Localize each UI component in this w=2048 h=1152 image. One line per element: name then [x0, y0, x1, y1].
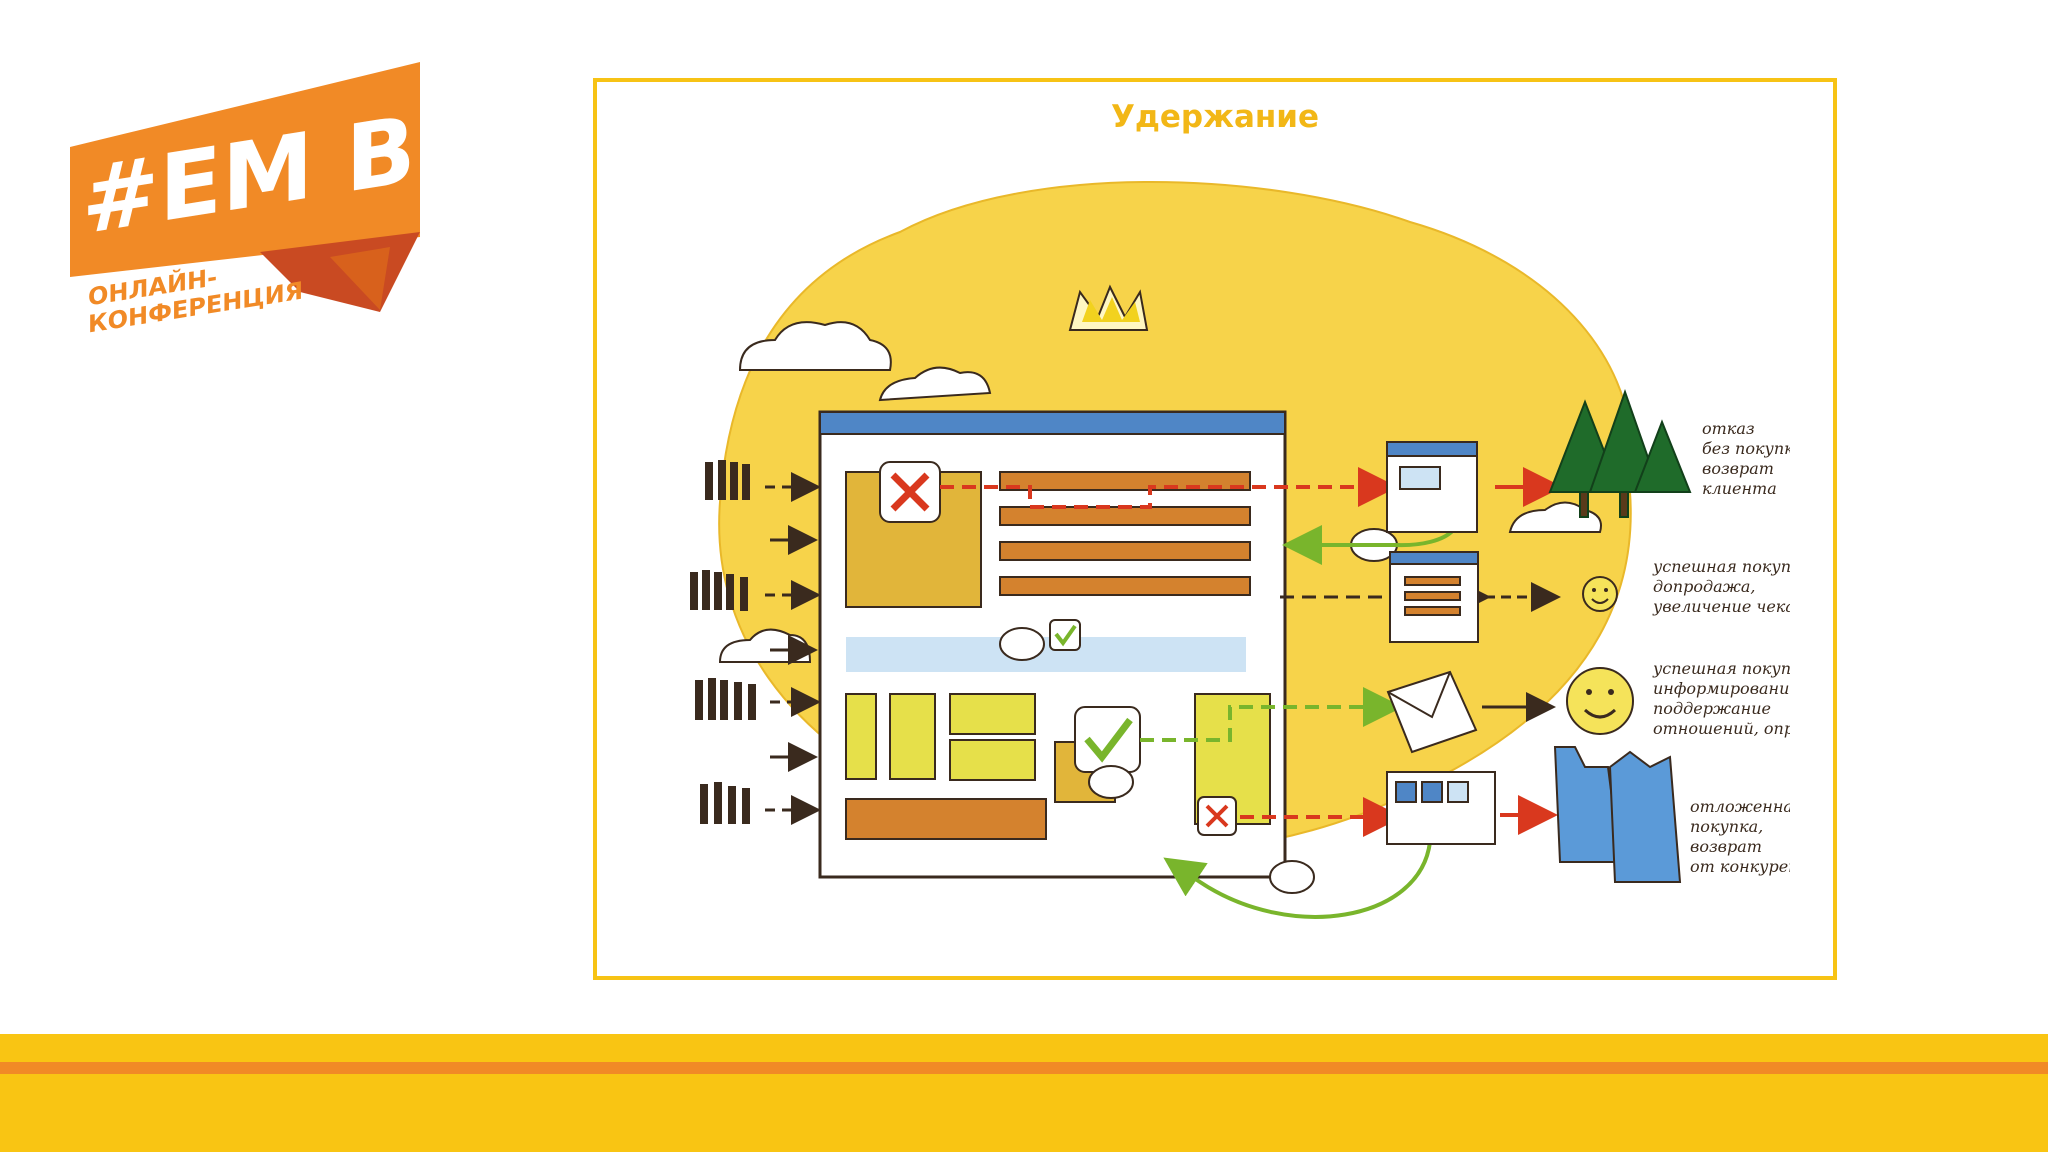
slide-frame: Удержание [593, 78, 1837, 980]
outcome-2-line1: успешная покупка, [1652, 557, 1790, 576]
smiley-icon [1566, 576, 1634, 735]
logo-graphic: #EM B2B ОНЛАЙН- КОНФЕРЕНЦИЯ [70, 62, 550, 339]
outcome-1-line4: клиента [1702, 479, 1777, 498]
envelope-icon [1386, 670, 1478, 754]
outcome-4-line2: покупка, [1690, 817, 1763, 836]
crown-icon [1068, 284, 1149, 331]
footer-band-yellow-top [0, 1034, 2048, 1062]
outcome-2-line2: допродажа, [1653, 577, 1755, 596]
people-icon [690, 460, 756, 824]
retention-illustration: отказ без покупки, возврат клиента успеш… [650, 162, 1833, 962]
browser-window-icon [818, 410, 1287, 879]
money-icon [999, 528, 1398, 894]
conference-logo: #EM B2B ОНЛАЙН- КОНФЕРЕНЦИЯ [60, 52, 550, 352]
footer-band-orange [0, 1062, 2048, 1074]
footer-band-yellow-bottom [0, 1074, 2048, 1152]
outcome-1-line3: возврат [1702, 459, 1774, 478]
outcome-4-line4: от конкурентов [1690, 857, 1790, 876]
competitor-building-icon [1553, 746, 1682, 883]
outcome-1-line2: без покупки, [1702, 439, 1790, 458]
outcome-4-line3: возврат [1690, 837, 1762, 856]
slide-title: Удержание [1110, 99, 1320, 135]
outcome-1-line1: отказ [1702, 419, 1755, 438]
outcome-2-line3: увеличение чека [1652, 597, 1790, 616]
outcome-4-line1: отложенная [1690, 797, 1790, 816]
browser-window-icon [1386, 441, 1496, 845]
tree-icon [1548, 388, 1692, 518]
check-icon [1074, 706, 1141, 773]
outcome-3-line4: отношений, опросы [1653, 719, 1790, 738]
outcome-3-line1: успешная покупка, [1652, 659, 1790, 678]
outcome-3-line3: поддержание [1653, 699, 1771, 718]
outcome-3-line2: информирование, [1653, 679, 1790, 698]
illustration-graphic: отказ без покупки, возврат клиента успеш… [690, 181, 1833, 919]
